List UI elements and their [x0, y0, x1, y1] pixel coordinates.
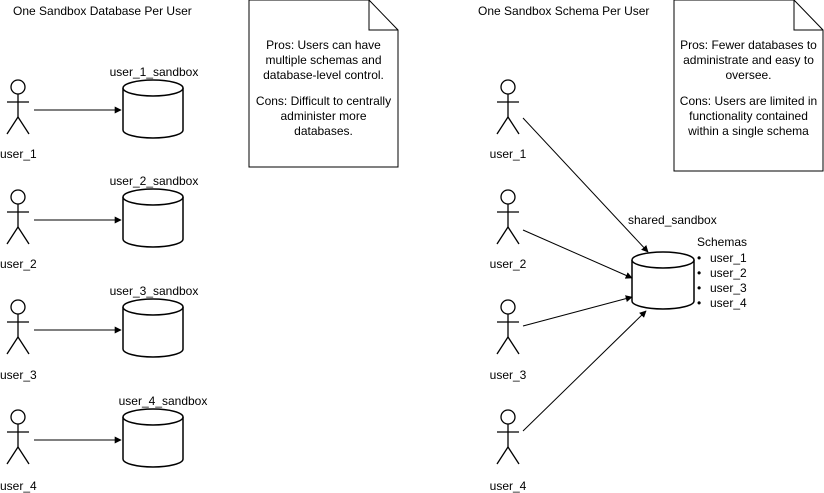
user-actor-icon: [6, 189, 30, 245]
left-note-cons: Cons: Difficult to centrally administer …: [255, 94, 392, 138]
schema-item: user_2: [697, 266, 747, 281]
schema-item-label: user_2: [710, 266, 747, 280]
schema-item: user_3: [697, 281, 747, 296]
schemas-list: user_1 user_2 user_3 user_4: [697, 251, 747, 311]
database-cylinder: [122, 298, 184, 358]
connection-arrow: [522, 310, 647, 432]
schema-item-label: user_1: [710, 251, 747, 265]
connection-arrow: [522, 229, 633, 279]
note-fold: [793, 0, 823, 31]
schema-item-label: user_4: [710, 296, 747, 310]
right-note-pros: Pros: Fewer databases to administrate an…: [680, 38, 817, 82]
left-user-label: user_1: [0, 147, 37, 161]
left-user-label: user_2: [0, 257, 37, 271]
schemas-title: Schemas: [697, 235, 748, 249]
schema-item: user_4: [697, 296, 747, 311]
connection-arrow: [522, 117, 649, 253]
schema-item: user_1: [697, 251, 747, 266]
note-fold: [368, 0, 398, 31]
left-db-label: user_4_sandbox: [118, 394, 208, 408]
right-user-label: user_4: [489, 479, 527, 493]
user-actor-icon: [496, 299, 520, 355]
note-shape: [248, 0, 399, 168]
database-cylinder: [122, 408, 184, 468]
note-shape: [673, 0, 824, 172]
left-note-pros: Pros: Users can have multiple schemas an…: [263, 38, 384, 82]
left-db-label: user_3_sandbox: [109, 284, 199, 298]
shared-sandbox-database: [631, 251, 695, 310]
shared-db-label: shared_sandbox: [628, 213, 717, 227]
left-panel-title: One Sandbox Database Per User: [13, 4, 192, 18]
user-actor-icon: [496, 409, 520, 465]
database-cylinder: [122, 79, 184, 139]
right-user-label: user_3: [489, 368, 527, 382]
right-user-label: user_2: [489, 257, 527, 271]
user-actor-icon: [496, 79, 520, 135]
right-note-cons: Cons: Users are limited in functionality…: [679, 94, 818, 138]
schema-item-label: user_3: [710, 281, 747, 295]
right-user-label: user_1: [489, 147, 527, 161]
user-actor-icon: [6, 299, 30, 355]
left-user-label: user_4: [0, 479, 37, 493]
database-cylinder: [122, 188, 184, 248]
user-actor-icon: [496, 189, 520, 245]
left-db-label: user_1_sandbox: [109, 65, 199, 79]
user-actor-icon: [6, 409, 30, 465]
left-user-label: user_3: [0, 368, 37, 382]
left-db-label: user_2_sandbox: [109, 174, 199, 188]
connection-arrow: [522, 295, 633, 327]
right-panel-title: One Sandbox Schema Per User: [478, 4, 650, 18]
user-actor-icon: [6, 79, 30, 135]
